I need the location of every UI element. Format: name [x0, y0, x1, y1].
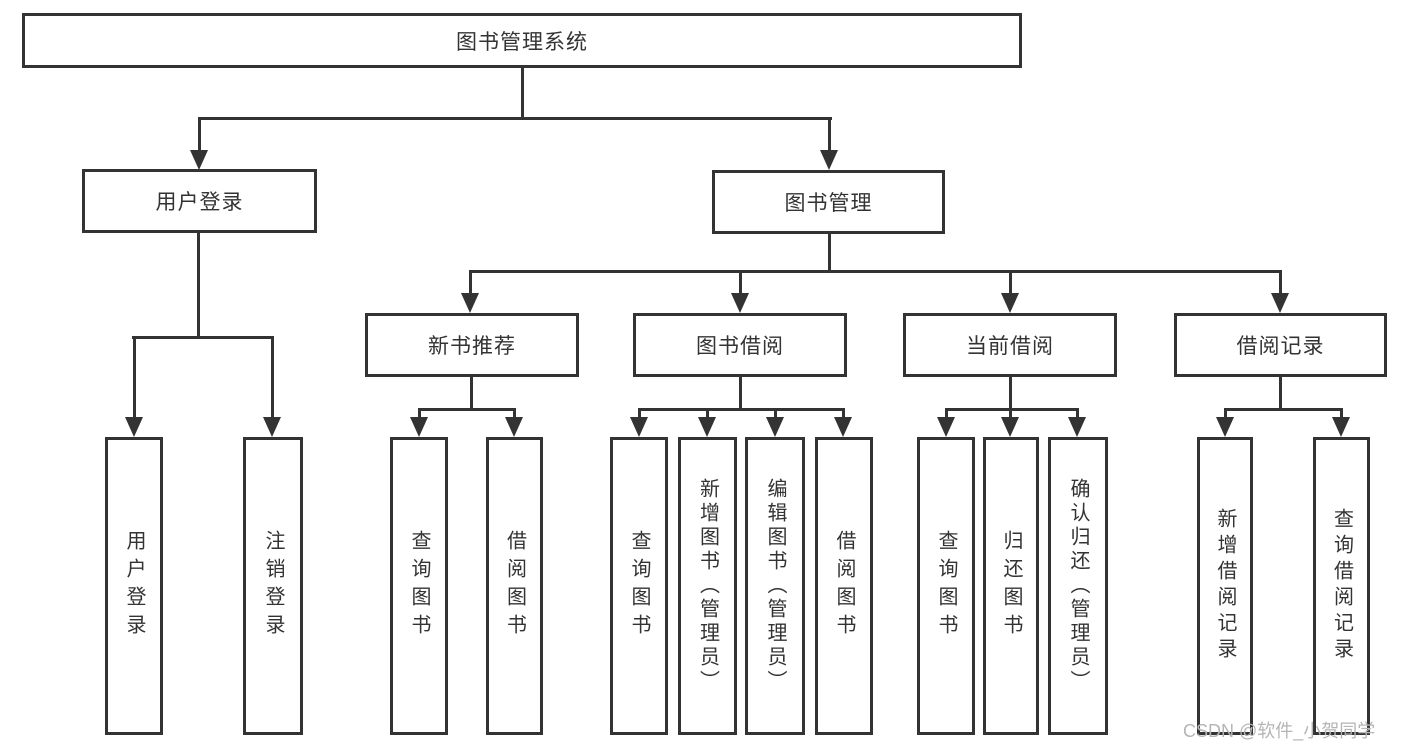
- arrowhead-down: [698, 417, 716, 437]
- node-current-borrow: 当前借阅: [903, 313, 1117, 377]
- leaf-edit-books-admin: 编辑图书（管理员）: [745, 437, 805, 735]
- arrowhead-down: [834, 417, 852, 437]
- arrowhead-down: [505, 417, 523, 437]
- leaf-query-books-borrow: 查询图书: [610, 437, 668, 735]
- csdn-watermark: CSDN @软件_小贺同学: [1183, 721, 1376, 741]
- leaf-add-books-admin-label: 新增图书（管理员）: [696, 478, 719, 694]
- connector-drop: [133, 336, 136, 419]
- connector-drop: [1340, 408, 1343, 419]
- leaf-edit-books-admin-label: 编辑图书（管理员）: [764, 478, 786, 694]
- node-book-management: 图书管理: [712, 170, 945, 234]
- connector-section-bar: [638, 408, 845, 411]
- connector-section-bar: [945, 408, 1079, 411]
- connector-book-management-stem: [828, 234, 831, 270]
- node-book-borrow-label: 图书借阅: [696, 335, 784, 358]
- arrowhead-down: [461, 293, 479, 313]
- arrowhead-down: [1271, 293, 1289, 313]
- leaf-query-books-recommend: 查询图书: [390, 437, 448, 735]
- leaf-confirm-return-admin-label: 确认归还（管理员）: [1067, 478, 1089, 694]
- connector-root-stem: [521, 68, 524, 117]
- arrowhead-down: [630, 417, 648, 437]
- leaf-query-borrow-record-label: 查询借阅记录: [1330, 508, 1353, 664]
- connector-level3-bar: [469, 270, 1281, 273]
- leaf-query-books-current-label: 查询图书: [935, 530, 957, 642]
- leaf-logout: 注销登录: [243, 437, 303, 735]
- node-root: 图书管理系统: [22, 13, 1022, 68]
- leaf-borrow-books: 借阅图书: [815, 437, 873, 735]
- leaf-add-books-admin: 新增图书（管理员）: [678, 437, 737, 735]
- connector-drop: [271, 336, 274, 419]
- node-borrow-records-label: 借阅记录: [1236, 335, 1325, 358]
- leaf-logout-label: 注销登录: [262, 530, 284, 642]
- node-user-login: 用户登录: [82, 169, 317, 233]
- connector-drop: [1009, 408, 1012, 419]
- connector-drop: [513, 408, 516, 419]
- leaf-user-login-label: 用户登录: [123, 530, 145, 642]
- connector-section-bar: [418, 408, 516, 411]
- arrowhead-down: [263, 417, 281, 437]
- connector-section-bar: [1224, 408, 1343, 411]
- leaf-query-borrow-record: 查询借阅记录: [1313, 437, 1370, 735]
- arrowhead-down: [1216, 417, 1234, 437]
- arrowhead-down: [410, 417, 428, 437]
- arrowhead-down: [1332, 417, 1350, 437]
- connector-drop: [945, 408, 948, 419]
- connector-drop: [418, 408, 421, 419]
- connector-drop: [739, 270, 742, 295]
- arrowhead-down: [1001, 417, 1019, 437]
- connector-drop: [1224, 408, 1227, 419]
- connector-user-login-bar: [132, 336, 274, 339]
- connector-drop: [842, 408, 845, 419]
- node-new-book-recommend: 新书推荐: [365, 313, 579, 377]
- node-book-management-label: 图书管理: [784, 192, 873, 215]
- node-book-borrow: 图书借阅: [633, 313, 847, 377]
- arrowhead-down: [937, 417, 955, 437]
- leaf-user-login: 用户登录: [105, 437, 163, 735]
- connector-section-stem: [739, 377, 742, 408]
- leaf-query-books-borrow-label: 查询图书: [628, 530, 650, 642]
- leaf-borrow-books-label: 借阅图书: [833, 530, 855, 642]
- node-borrow-records: 借阅记录: [1174, 313, 1387, 377]
- connector-drop: [774, 408, 777, 419]
- arrowhead-down: [125, 417, 143, 437]
- connector-drop: [1009, 270, 1012, 295]
- node-user-login-label: 用户登录: [155, 191, 244, 214]
- connector-drop: [1076, 408, 1079, 419]
- leaf-return-books-label: 归还图书: [1000, 530, 1022, 642]
- arrowhead-down: [1001, 293, 1019, 313]
- leaf-query-books-current: 查询图书: [917, 437, 975, 735]
- connector-section-stem: [470, 377, 473, 408]
- arrowhead-down: [1068, 417, 1086, 437]
- connector-drop: [706, 408, 709, 419]
- leaf-borrow-books-recommend-label: 借阅图书: [503, 530, 526, 642]
- arrowhead-down: [731, 293, 749, 313]
- arrowhead-down: [190, 150, 208, 170]
- node-new-book-recommend-label: 新书推荐: [428, 335, 516, 358]
- leaf-add-borrow-record-label: 新增借阅记录: [1214, 508, 1236, 664]
- connector-drop: [469, 270, 472, 295]
- leaf-confirm-return-admin: 确认归还（管理员）: [1048, 437, 1108, 735]
- connector-drop: [198, 117, 201, 152]
- connector-section-stem: [1279, 377, 1282, 408]
- connector-drop: [1279, 270, 1282, 295]
- connector-root-bar: [198, 117, 832, 120]
- connector-drop: [638, 408, 641, 419]
- node-root-label: 图书管理系统: [456, 30, 588, 54]
- connector-user-login-stem: [197, 233, 200, 336]
- leaf-borrow-books-recommend: 借阅图书: [486, 437, 543, 735]
- arrowhead-down: [820, 150, 838, 170]
- leaf-query-books-recommend-label: 查询图书: [408, 530, 430, 642]
- leaf-return-books: 归还图书: [983, 437, 1039, 735]
- node-current-borrow-label: 当前借阅: [966, 335, 1054, 358]
- arrowhead-down: [766, 417, 784, 437]
- leaf-add-borrow-record: 新增借阅记录: [1197, 437, 1253, 735]
- connector-drop: [828, 117, 831, 152]
- connector-section-stem: [1009, 377, 1012, 408]
